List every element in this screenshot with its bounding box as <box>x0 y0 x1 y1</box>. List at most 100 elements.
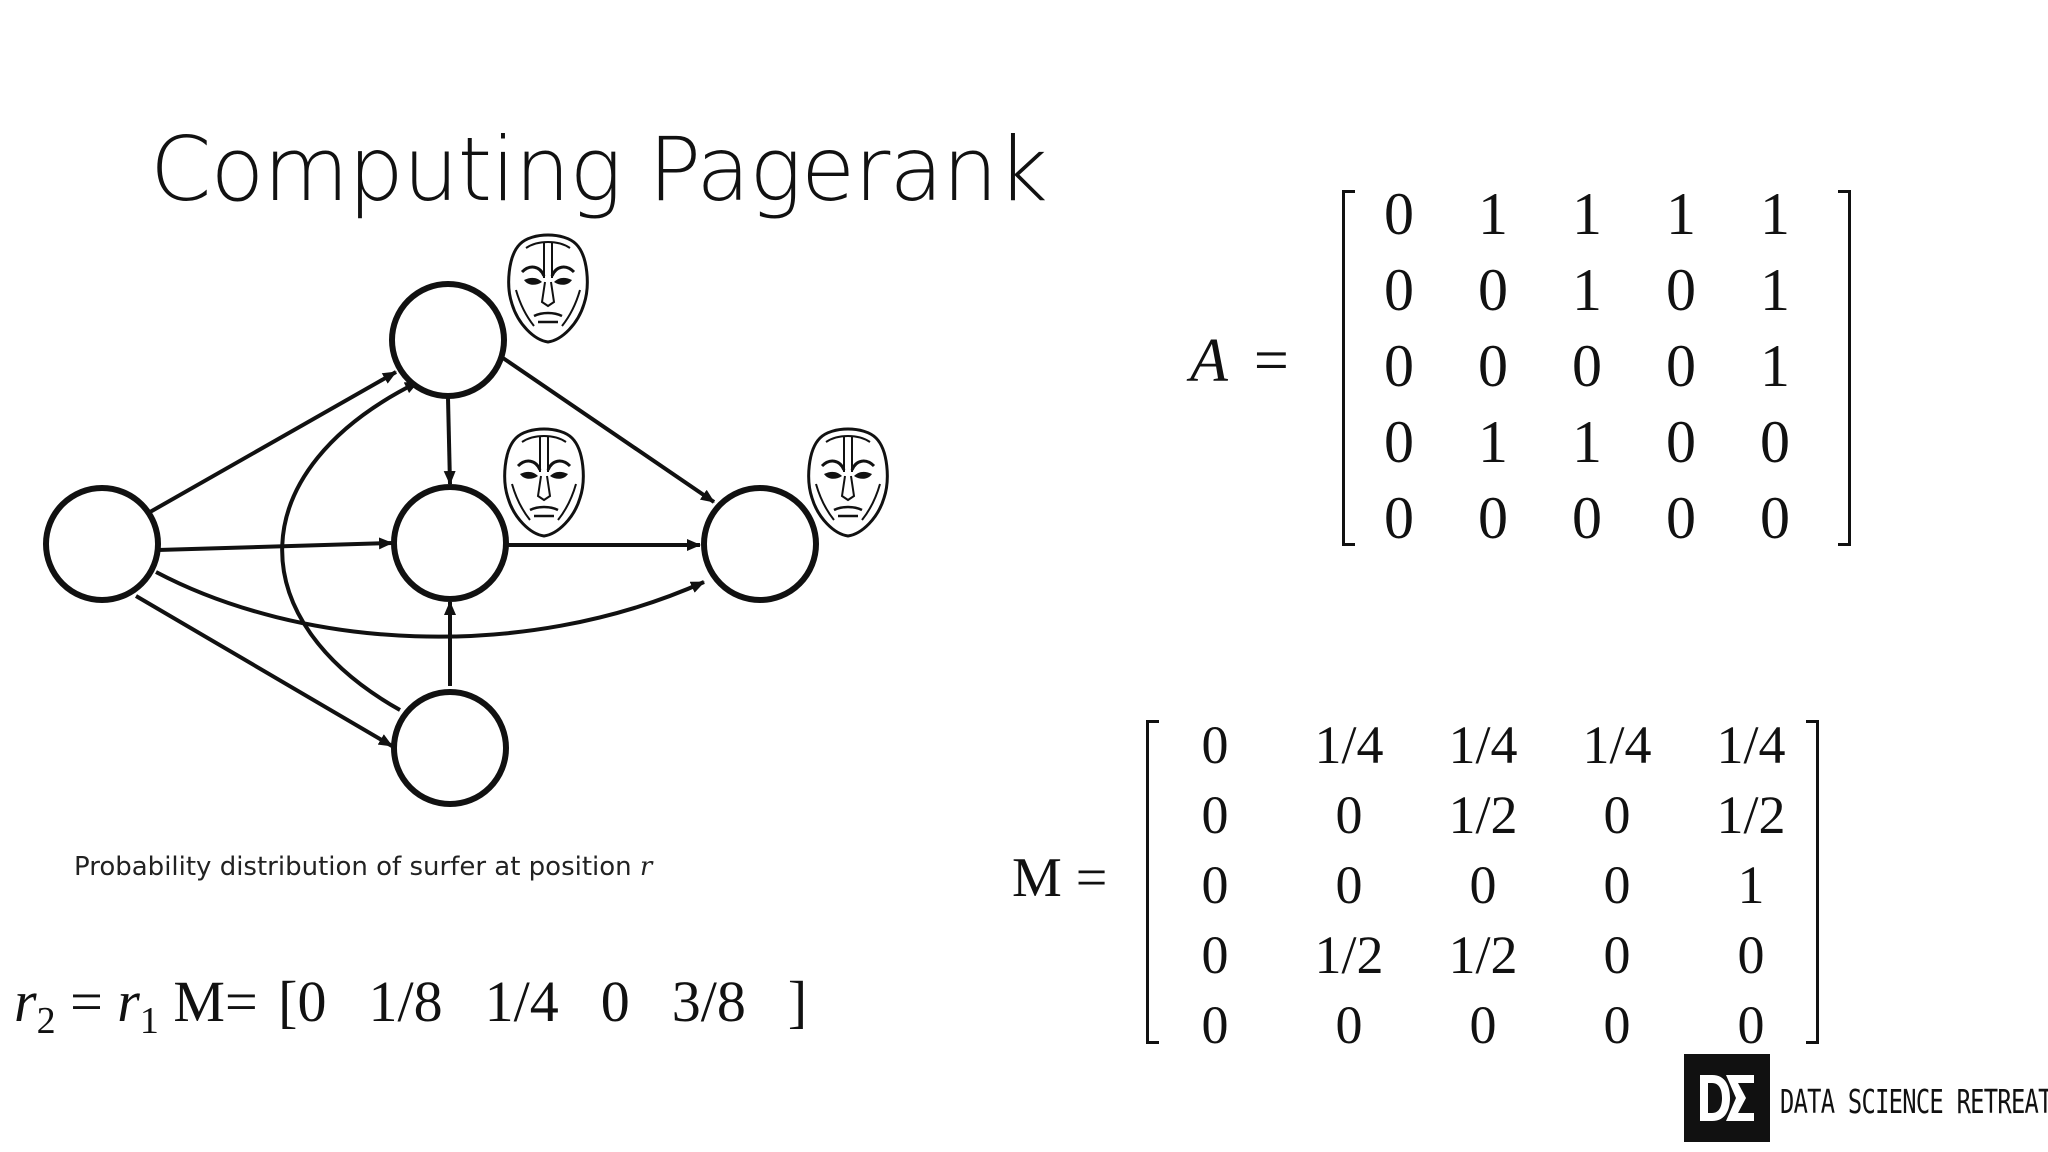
node-middle <box>391 484 509 602</box>
matrix-m-label: M = <box>1012 847 1108 909</box>
matrix-a-cell: 0 <box>1760 485 1790 551</box>
r1-symbol: r <box>117 969 140 1034</box>
matrix-m: 0 1/4 1/4 1/4 1/4 0 0 1/2 0 1/2 0 0 0 0 … <box>1148 710 1818 1060</box>
caption-text: Probability distribution of surfer at po… <box>74 852 640 882</box>
matrix-a-cell: 0 <box>1478 333 1508 399</box>
caption-variable: r <box>639 852 653 882</box>
matrix-a-cell: 0 <box>1384 181 1414 247</box>
matrix-a-cell: 0 <box>1666 333 1696 399</box>
matrix-a-cell: 1 <box>1572 181 1602 247</box>
matrix-a: 0 1 1 1 1 0 0 1 0 1 0 0 0 0 1 0 1 1 0 0 … <box>1352 176 1822 556</box>
matrix-a-cell: 1 <box>1666 181 1696 247</box>
matrix-a-cell: 0 <box>1666 257 1696 323</box>
matrix-a-cell: 0 <box>1478 485 1508 551</box>
vector-open-bracket: [ <box>278 969 298 1034</box>
matrix-a-cell: 0 <box>1760 409 1790 475</box>
matrix-a-cell: 1 <box>1760 333 1790 399</box>
vector-value: 3/8 <box>671 969 746 1034</box>
result-vector: [0 1/8 1/4 0 3/8] <box>278 968 807 1035</box>
vector-value: 0 <box>297 969 327 1034</box>
matrix-m-cell: 1/2 <box>1448 785 1518 845</box>
matrix-m-cell: 0 <box>1201 995 1229 1055</box>
m-equals: M= <box>158 969 273 1034</box>
matrix-a-cell: 0 <box>1666 409 1696 475</box>
matrix-a-cell: 0 <box>1478 257 1508 323</box>
edge-left-bottom <box>134 594 394 748</box>
matrix-a-cell: 1 <box>1572 409 1602 475</box>
node-right <box>701 485 819 603</box>
edge-top-right <box>498 354 716 504</box>
vector-value: 1/8 <box>368 969 443 1034</box>
matrix-m-cell: 0 <box>1201 715 1229 775</box>
matrix-a-cell: 0 <box>1384 257 1414 323</box>
slide-title: Computing Pagerank <box>150 118 1048 221</box>
matrix-a-equals: = <box>1253 327 1289 395</box>
matrix-a-cell: 0 <box>1572 485 1602 551</box>
matrix-m-cell: 0 <box>1335 995 1363 1055</box>
matrix-m-cell: 0 <box>1201 855 1229 915</box>
matrix-m-cell: 0 <box>1469 855 1497 915</box>
graph-edges <box>134 354 716 748</box>
matrix-m-cell: 0 <box>1603 855 1631 915</box>
surfer-face-icon-top <box>507 233 589 344</box>
caption: Probability distribution of surfer at po… <box>74 852 652 882</box>
matrix-a-cell: 1 <box>1572 257 1602 323</box>
matrix-m-cell: 1/2 <box>1448 925 1518 985</box>
matrix-m-cell: 1/4 <box>1314 715 1384 775</box>
matrix-m-cell: 1/2 <box>1716 785 1786 845</box>
matrix-a-cell: 0 <box>1384 485 1414 551</box>
equals-sign: = <box>55 969 118 1034</box>
logo-text: DATA SCIENCE RETREAT <box>1780 1082 2048 1121</box>
matrix-a-left-bracket <box>1342 190 1355 546</box>
graph-nodes <box>43 281 819 807</box>
matrix-a-cell: 0 <box>1572 333 1602 399</box>
matrix-a-cell: 1 <box>1760 257 1790 323</box>
matrix-m-cell: 1 <box>1737 855 1765 915</box>
matrix-m-cell: 0 <box>1469 995 1497 1055</box>
matrix-m-cell: 0 <box>1603 925 1631 985</box>
vector-close-bracket: ] <box>787 969 808 1034</box>
matrix-a-cell: 0 <box>1384 409 1414 475</box>
r2-subscript: 2 <box>36 1000 56 1042</box>
matrix-m-cell: 1/4 <box>1716 715 1786 775</box>
matrix-m-cell: 0 <box>1335 855 1363 915</box>
edge-bottom-top <box>280 380 419 712</box>
matrix-m-cell: 0 <box>1335 785 1363 845</box>
matrix-m-cell: 0 <box>1201 785 1229 845</box>
edge-top-middle <box>443 397 456 485</box>
sigma-logo-icon <box>1700 1075 1754 1121</box>
r2-symbol: r <box>14 969 37 1034</box>
matrix-m-cell: 1/4 <box>1582 715 1652 775</box>
r1-subscript: 1 <box>139 1000 159 1042</box>
matrix-m-cell: 1/2 <box>1314 925 1384 985</box>
vector-value: 1/4 <box>484 969 559 1034</box>
matrix-m-right-bracket <box>1806 720 1819 1044</box>
matrix-a-cell: 0 <box>1384 333 1414 399</box>
node-top <box>389 281 507 399</box>
edge-left-top <box>149 370 397 514</box>
matrix-a-label: A= <box>1190 326 1289 397</box>
matrix-a-cell: 1 <box>1478 409 1508 475</box>
node-left <box>43 485 161 603</box>
vector-value: 0 <box>600 969 630 1034</box>
matrix-a-right-bracket <box>1838 190 1851 546</box>
matrix-m-cell: 0 <box>1737 995 1765 1055</box>
edge-left-right <box>155 570 705 639</box>
matrix-a-symbol: A <box>1190 327 1228 395</box>
edge-left-middle <box>157 537 393 552</box>
node-bottom <box>391 689 509 807</box>
matrix-a-cell: 0 <box>1666 485 1696 551</box>
matrix-m-cell: 0 <box>1603 785 1631 845</box>
matrix-m-cell: 0 <box>1737 925 1765 985</box>
logo-mark <box>1684 1054 1770 1142</box>
matrix-a-cell: 1 <box>1478 181 1508 247</box>
matrix-a-cell: 1 <box>1760 181 1790 247</box>
matrix-m-cell: 0 <box>1603 995 1631 1055</box>
surfer-face-icon-right <box>807 427 889 538</box>
matrix-m-cell: 0 <box>1201 925 1229 985</box>
matrix-m-cell: 1/4 <box>1448 715 1518 775</box>
matrix-m-left-bracket <box>1146 720 1159 1044</box>
surfer-face-icon-middle <box>503 427 585 538</box>
